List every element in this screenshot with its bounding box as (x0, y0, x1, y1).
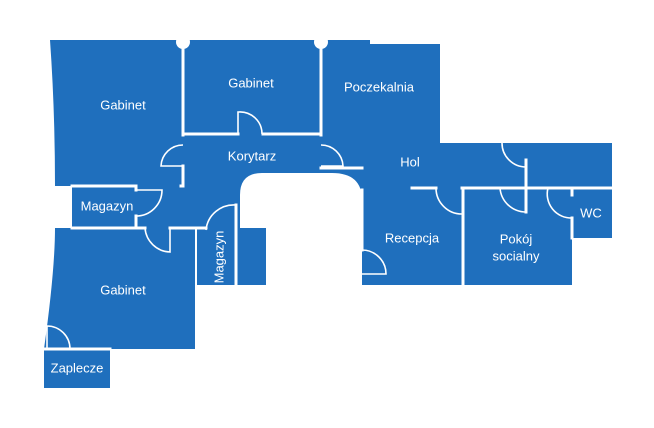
room-labels: Gabinet Gabinet Poczekalnia Korytarz Hol… (51, 75, 602, 375)
room-label-gabinet-bottom-left: Gabinet (100, 282, 146, 297)
door-hol-top (501, 142, 527, 168)
door-magazyn-left (135, 189, 163, 217)
door-pokoj (499, 187, 527, 213)
door-poczekalnia (320, 144, 344, 167)
room-label-recepcja: Recepcja (385, 230, 440, 245)
doors (46, 111, 573, 350)
floor-area (44, 40, 612, 388)
door-gabinet-left (160, 144, 184, 167)
door-hol-right (435, 187, 463, 215)
door-wc (546, 187, 573, 219)
room-label-pokoj-line1: Pokój (500, 231, 533, 246)
walls (42, 40, 614, 351)
wall-knob-right (314, 35, 328, 49)
door-zaplecze (46, 325, 71, 350)
main-floor-area (44, 40, 612, 388)
door-gabinet-center (237, 111, 263, 135)
room-label-gabinet-top-left: Gabinet (100, 97, 146, 112)
room-label-wc: WC (580, 205, 602, 220)
room-label-zaplecze: Zaplecze (51, 360, 104, 375)
door-recepcja (361, 249, 387, 275)
room-label-gabinet-top-center: Gabinet (228, 75, 274, 90)
room-label-hol: Hol (400, 154, 420, 169)
wall-knob-left (176, 35, 190, 49)
room-label-magazyn-vertical: Magazyn (211, 231, 226, 284)
door-magazyn-vertical (205, 204, 237, 231)
room-label-magazyn-left: Magazyn (81, 198, 134, 213)
door-gabinet-bottom (144, 227, 171, 253)
room-label-korytarz: Korytarz (228, 148, 276, 163)
room-label-pokoj-line2: socialny (493, 248, 540, 263)
room-label-poczekalnia: Poczekalnia (344, 79, 415, 94)
